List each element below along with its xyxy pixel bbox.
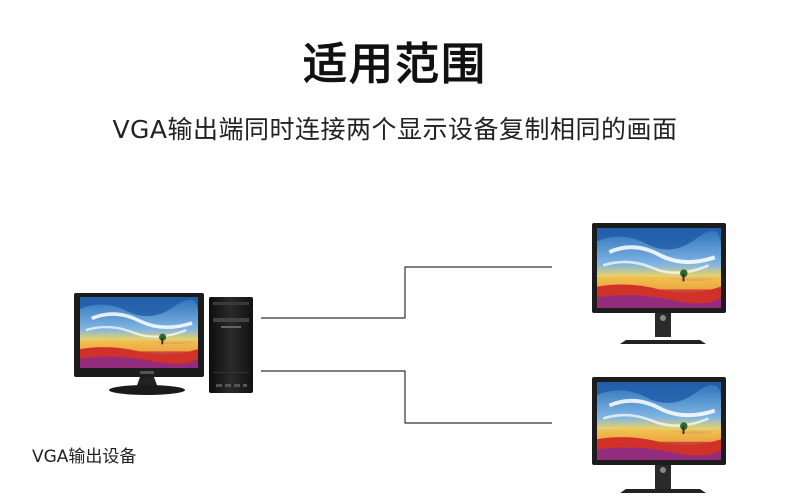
cable-top	[261, 266, 552, 319]
desktop-tower-icon	[209, 297, 253, 393]
cable-bottom	[261, 370, 552, 424]
source-monitor-icon	[74, 293, 204, 395]
source-device-label: VGA输出设备	[32, 447, 137, 467]
display-bottom-monitor-icon	[592, 377, 726, 493]
page-title: 适用范围	[303, 39, 487, 90]
display-top-monitor-icon	[592, 223, 726, 344]
page-subtitle: VGA输出端同时连接两个显示设备复制相同的画面	[112, 115, 678, 144]
